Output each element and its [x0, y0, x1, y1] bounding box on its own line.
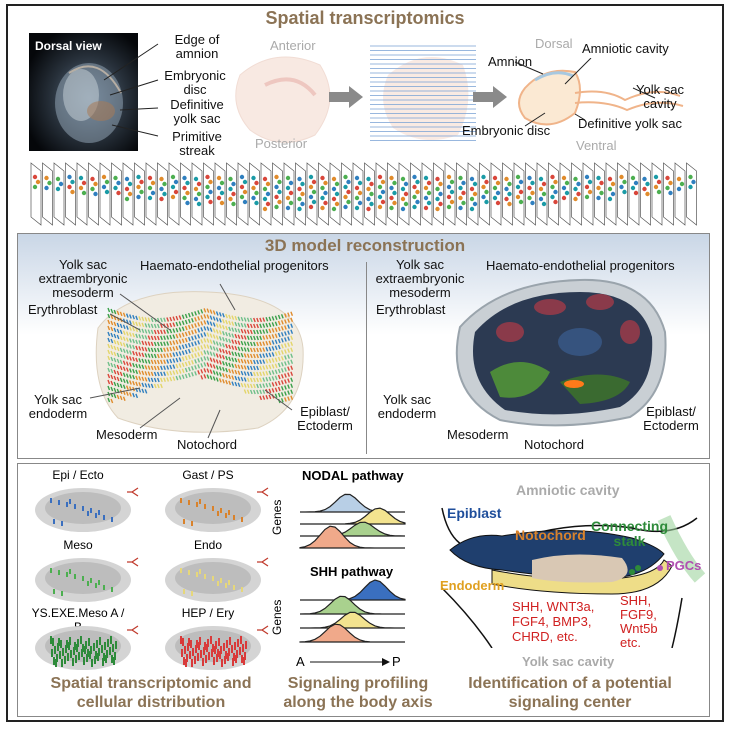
label-epiblast-bottom: Epiblast [447, 505, 502, 521]
label-yolk-sac-cavity: Yolk sac cavity [636, 82, 684, 111]
nodal-title: NODAL pathway [302, 468, 404, 483]
arrow-right-icon [329, 86, 363, 108]
cell-type-panel: Epi / Ecto [28, 468, 148, 536]
figure-frame [6, 4, 724, 722]
cell-type-panel: YS.EXE.Meso A / B [28, 606, 148, 674]
right-label-ys-exe-meso: Yolk sac extraembryonic mesoderm [375, 257, 465, 300]
label-embryonic-disc: Embryonic disc [164, 68, 226, 97]
right-label-erythroblast: Erythroblast [376, 302, 446, 317]
cell-type-embryo-icon [35, 487, 139, 532]
3d-model-points [95, 291, 304, 433]
bottom-panel [17, 463, 710, 717]
stacked-sections [370, 45, 476, 141]
label-pgcs: PGCs [666, 558, 702, 573]
label-definitive-yolk-sac: Definitive yolk sac [170, 97, 224, 126]
left-label-notochord: Notochord [177, 437, 237, 452]
3d-model-surface [455, 278, 667, 427]
model-divider [366, 262, 367, 454]
arrow-right-icon-2 [473, 86, 507, 108]
label-definitive-yolk-sac-schematic: Definitive yolk sac [578, 116, 683, 131]
genes-list-notochord: SHH, WNT3a, FGF4, BMP3, CHRD, etc. [512, 599, 595, 644]
cell-type-panel-label: Endo [193, 538, 223, 552]
caption-spatial-distribution: Spatial transcriptomic and cellular dist… [50, 675, 252, 711]
genes-label-shh: Genes [270, 599, 284, 635]
label-connecting-stalk: Connecting stalk [591, 518, 668, 549]
photo-leader-lines [103, 43, 159, 137]
serial-sections-strip [30, 162, 697, 226]
left-label-hep: Haemato-endothelial progenitors [140, 258, 329, 273]
right-label-notochord: Notochord [524, 437, 584, 452]
label-dorsal: Dorsal [535, 36, 573, 51]
label-anterior: Anterior [270, 38, 316, 53]
shh-title: SHH pathway [310, 564, 394, 579]
axis-p-label: P [392, 654, 401, 669]
cell-type-panel: Meso [28, 538, 148, 606]
photo-label: Dorsal view [35, 39, 102, 53]
cell-type-embryo-icon [165, 557, 269, 602]
cell-type-panel: HEP / Ery [158, 606, 278, 674]
left-model-leaders [89, 283, 293, 439]
cell-type-panel-label: HEP / Ery [181, 606, 235, 620]
embryo-schematic [514, 58, 684, 127]
cell-type-panel-label: Epi / Ecto [52, 468, 104, 482]
label-endoderm-bottom: Endoderm [440, 578, 505, 593]
label-primitive-streak: Primitive streak [172, 129, 222, 158]
cell-type-panel-label: Gast / PS [182, 468, 234, 482]
cell-type-panel-label: Meso [63, 538, 93, 552]
label-amniotic-cavity-bottom: Amniotic cavity [516, 482, 620, 498]
signaling-center-schematic [441, 507, 706, 648]
cell-type-embryo-icon [35, 625, 139, 670]
genes-label-nodal: Genes [270, 499, 284, 535]
genes-list-stalk: SHH, FGF9, Wnt5b etc. [620, 593, 658, 650]
label-posterior: Posterior [255, 136, 308, 151]
axis-a-label: A [296, 654, 305, 669]
section-title-spatial: Spatial transcriptomics [265, 8, 465, 28]
label-ventral: Ventral [576, 138, 617, 153]
right-label-mesoderm: Mesoderm [447, 427, 509, 442]
caption-signaling-center: Identification of a potential signaling … [468, 675, 672, 711]
cell-type-embryo-icon [35, 557, 139, 602]
left-label-ys-endoderm: Yolk sac endoderm [28, 392, 88, 421]
cell-type-embryo-icon [165, 487, 269, 532]
left-label-epiblast: Epiblast/ Ectoderm [297, 404, 353, 433]
faded-embryo-outline [235, 56, 331, 143]
cell-type-panel: Endo [158, 538, 278, 606]
label-edge-of-amnion: Edge of amnion [174, 32, 220, 61]
cell-type-embryo-icon [165, 625, 269, 670]
cell-type-panel: Gast / PS [158, 468, 278, 536]
section-title-3d: 3D model reconstruction [264, 236, 466, 255]
caption-signaling-profiling: Signaling profiling along the body axis [283, 675, 433, 711]
label-yolk-sac-cavity-bottom: Yolk sac cavity [522, 654, 615, 669]
label-notochord-bottom: Notochord [515, 527, 586, 543]
label-amniotic-cavity: Amniotic cavity [582, 41, 669, 56]
right-label-epiblast: Epiblast/ Ectoderm [643, 404, 699, 433]
left-label-erythroblast: Erythroblast [28, 302, 98, 317]
axis-arrow-icon [310, 658, 390, 666]
embryo-photo-illustration [55, 63, 123, 143]
ridge-plots [299, 493, 406, 643]
label-embryonic-disc-schematic: Embryonic disc [462, 123, 551, 138]
left-label-ys-exe-meso: Yolk sac extraembryonic mesoderm [38, 257, 128, 300]
right-label-ys-endoderm: Yolk sac endoderm [377, 392, 437, 421]
left-label-mesoderm: Mesoderm [96, 427, 158, 442]
right-label-hep: Haemato-endothelial progenitors [486, 258, 675, 273]
